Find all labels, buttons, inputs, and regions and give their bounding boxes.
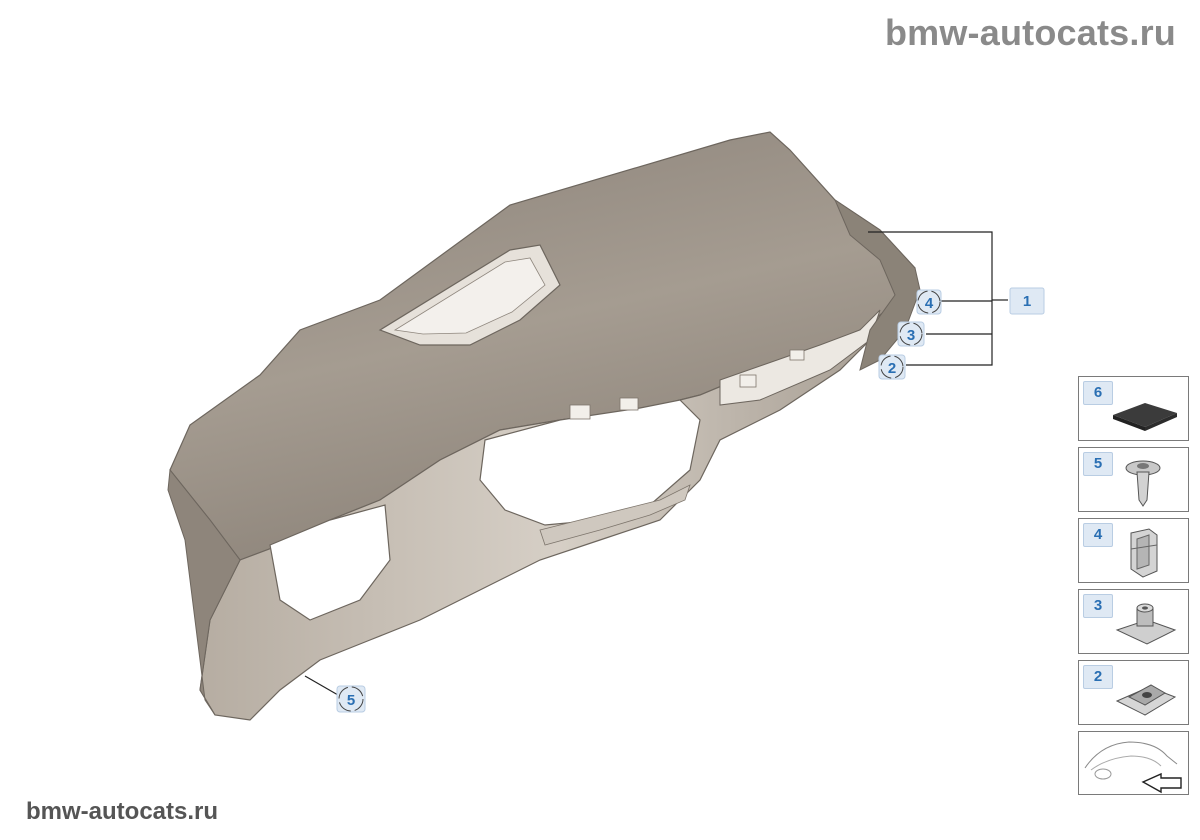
bracket-detail [739,374,757,388]
callout-2-label: 2 [888,360,896,377]
callout-2[interactable]: 2 [878,354,906,380]
hood-inner-shade [393,257,546,335]
legend-item-2[interactable]: 2 [1078,660,1189,725]
foam-pad-icon [1113,403,1177,431]
leader-line-5 [304,675,339,696]
spring-clip-icon [1130,528,1158,578]
parts-legend: 6 5 4 3 2 [1078,376,1191,801]
speed-nut-icon [1115,684,1177,716]
callout-5-label: 5 [347,692,355,709]
bracket-detail [789,349,805,361]
bracket-detail [619,397,639,411]
legend-item-4[interactable]: 4 [1078,518,1189,583]
lower-vent-slot [539,484,691,546]
callout-3-label: 3 [907,327,915,344]
legend-item-6-label: 6 [1083,381,1113,405]
dashboard-panel [167,131,921,721]
leader-lines [304,231,1008,696]
clip-nut-icon [1115,603,1177,645]
legend-item-3[interactable]: 3 [1078,589,1189,654]
vehicle-orientation-icon [1084,741,1182,794]
legend-item-4-label: 4 [1083,523,1113,547]
watermark-bottom: bmw-autocats.ru [26,798,219,825]
legend-item-vehicle[interactable] [1078,731,1189,795]
callout-3[interactable]: 3 [897,321,925,347]
left-end-cap [167,468,241,716]
expanding-rivet-icon [1125,460,1161,507]
callout-1-label: 1 [1023,293,1031,310]
callout-4-label: 4 [925,295,934,312]
legend-item-5-label: 5 [1083,452,1113,476]
legend-item-5[interactable]: 5 [1078,447,1189,512]
callout-5[interactable]: 5 [336,685,366,713]
legend-item-2-label: 2 [1083,665,1113,689]
leader-line-1 [868,231,993,366]
legend-item-6[interactable]: 6 [1078,376,1189,441]
watermark-top: bmw-autocats.ru [884,12,1176,53]
callout-4[interactable]: 4 [916,289,942,315]
callout-1[interactable]: 1 [1009,287,1045,315]
legend-item-3-label: 3 [1083,594,1113,618]
left-lower-opening [269,504,391,621]
bracket-detail [569,404,591,420]
